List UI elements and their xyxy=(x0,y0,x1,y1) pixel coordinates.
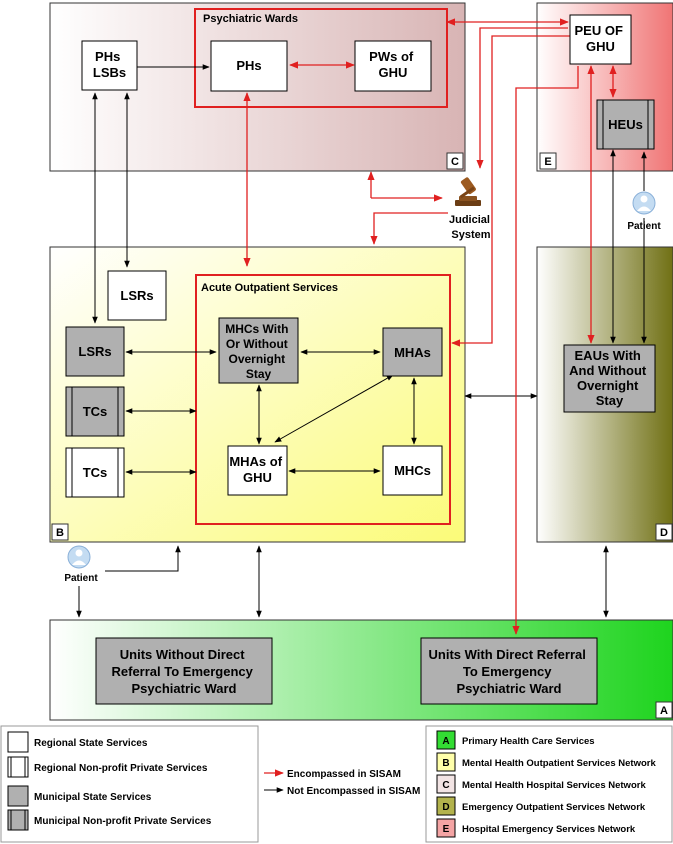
unit-pws-ghu[interactable]: PWs of GHU xyxy=(354,40,432,92)
svg-text:E: E xyxy=(443,824,450,835)
unit-heus[interactable]: HEUs xyxy=(596,99,655,150)
unit-text: PWs of GHU xyxy=(369,49,417,80)
unit-text: Units With Direct Referral To Emergency … xyxy=(429,647,590,696)
unit-text: MHAs of GHU xyxy=(229,454,285,485)
acute-outpatient-title: Acute Outpatient Services xyxy=(201,282,338,294)
arrow-peu-mhas xyxy=(451,35,570,347)
unit-text: MHAs xyxy=(394,345,431,360)
legend-label: Not Encompassed in SISAM xyxy=(287,786,420,797)
judicial-system: Judicial System xyxy=(449,177,493,241)
patient-left: Patient xyxy=(64,545,98,584)
unit-text: PHs LSBs xyxy=(93,49,126,80)
connections-encompassed xyxy=(243,18,617,635)
unit-text: MHCs xyxy=(394,463,431,478)
legend-arrow-types: Encompassed in SISAM Not Encompassed in … xyxy=(264,769,420,797)
region-corner-label: A xyxy=(660,705,668,717)
unit-text: PHs xyxy=(236,58,261,73)
legend-label: Municipal Non-profit Private Services xyxy=(34,816,212,827)
unit-mhas[interactable]: MHAs xyxy=(382,327,443,377)
patient-icon xyxy=(67,545,91,569)
unit-text: Units Without Direct Referral To Emergen… xyxy=(112,647,257,696)
legend-label: Primary Health Care Services xyxy=(462,736,595,747)
svg-text:C: C xyxy=(442,780,449,791)
svg-text:A: A xyxy=(442,736,449,747)
unit-mhas-ghu[interactable]: MHAs of GHU xyxy=(227,445,288,496)
unit-phs-lsbs[interactable]: PHs LSBs xyxy=(81,40,138,91)
legend-label: Mental Health Hospital Services Network xyxy=(462,780,646,791)
patient-label: Patient xyxy=(627,221,661,232)
legend-label: Encompassed in SISAM xyxy=(287,769,401,780)
legend-label: Municipal State Services xyxy=(34,792,152,803)
gavel-icon xyxy=(455,177,481,206)
unit-lsrs-municipal[interactable]: LSRs xyxy=(65,326,125,377)
svg-text:B: B xyxy=(442,758,449,769)
unit-mhcs[interactable]: MHCs xyxy=(382,445,443,496)
acute-outpatient-group: Acute Outpatient Services xyxy=(195,274,451,525)
legend-label: Hospital Emergency Services Network xyxy=(462,824,636,835)
unit-peu-ghu[interactable]: PEU OF GHU xyxy=(569,14,632,65)
unit-text: LSRs xyxy=(78,344,111,359)
psychiatric-wards-title: Psychiatric Wards xyxy=(203,13,298,25)
judicial-label: Judicial System xyxy=(449,214,493,241)
unit-text: TCs xyxy=(83,404,108,419)
arrow-patient-b xyxy=(105,545,181,572)
legend-networks: A Primary Health Care Services B Mental … xyxy=(425,725,673,843)
unit-tcs-municipal-private[interactable]: TCs xyxy=(65,386,125,437)
arrow-mhasghu-mhas xyxy=(274,374,394,443)
unit-text: PEU OF GHU xyxy=(574,23,626,54)
unit-text: EAUs With And Without Overnight Stay xyxy=(569,348,650,408)
unit-mhcs-overnight[interactable]: MHCs With Or Without Overnight Stay xyxy=(218,317,299,384)
arrow-peu-units-with xyxy=(512,66,579,635)
legend-label: Emergency Outpatient Services Network xyxy=(462,802,646,813)
unit-phs[interactable]: PHs xyxy=(210,40,288,92)
patient-right: Patient xyxy=(627,191,661,232)
patient-icon xyxy=(632,191,656,215)
arrow-peu-judicial xyxy=(476,27,568,169)
connections-not-encompassed xyxy=(76,64,647,618)
psychiatric-wards-group: Psychiatric Wards xyxy=(194,8,448,108)
patient-label: Patient xyxy=(64,573,98,584)
unit-text: HEUs xyxy=(608,117,643,132)
arrow-judicial-b xyxy=(370,212,448,245)
region-corner-label: E xyxy=(544,156,551,168)
unit-text: MHCs With Or Without Overnight Stay xyxy=(225,322,292,381)
unit-eaus[interactable]: EAUs With And Without Overnight Stay xyxy=(563,344,656,413)
unit-text: TCs xyxy=(83,465,108,480)
region-corner-label: B xyxy=(56,527,64,539)
unit-text: LSRs xyxy=(120,288,153,303)
unit-tcs-regional-private[interactable]: TCs xyxy=(65,447,125,498)
svg-text:D: D xyxy=(442,802,449,813)
region-corner-label: C xyxy=(451,156,459,168)
unit-with-direct-referral[interactable]: Units With Direct Referral To Emergency … xyxy=(420,637,598,705)
legend-label: Regional Non-profit Private Services xyxy=(34,763,208,774)
legend-service-types: Regional State Services Regional Non-pro… xyxy=(0,725,259,843)
unit-lsrs-regional[interactable]: LSRs xyxy=(107,270,167,321)
unit-without-direct-referral[interactable]: Units Without Direct Referral To Emergen… xyxy=(95,637,273,705)
region-corner-label: D xyxy=(660,527,668,539)
legend-label: Regional State Services xyxy=(34,738,148,749)
legend-label: Mental Health Outpatient Services Networ… xyxy=(462,758,656,769)
